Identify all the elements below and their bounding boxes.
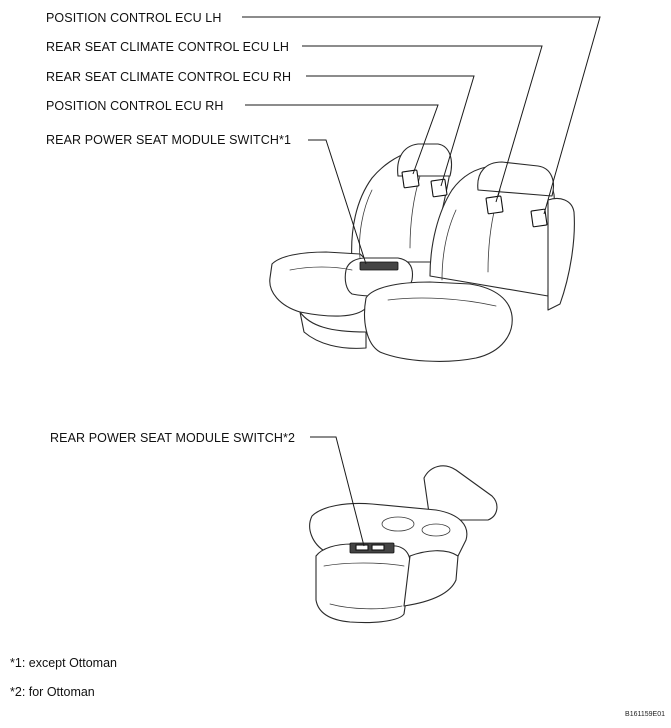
leader-position-control-ecu-lh <box>242 16 601 215</box>
label-position-control-ecu-lh: POSITION CONTROL ECU LH <box>46 11 222 25</box>
rear-seat-illustration <box>269 143 575 362</box>
label-position-control-ecu-rh: POSITION CONTROL ECU RH <box>46 99 224 113</box>
figure-reference-code: B161159E01 <box>625 711 665 718</box>
leader-rear-seat-climate-control-ecu-lh <box>302 45 543 203</box>
label-rear-seat-climate-control-ecu-rh: REAR SEAT CLIMATE CONTROL ECU RH <box>46 70 292 84</box>
label-rear-seat-climate-control-ecu-lh: REAR SEAT CLIMATE CONTROL ECU LH <box>46 40 290 54</box>
leader-position-control-ecu-rh <box>245 104 439 175</box>
leader-rear-power-seat-module-switch-1 <box>308 139 367 265</box>
label-rear-power-seat-module-switch-1: REAR POWER SEAT MODULE SWITCH*1 <box>46 133 292 147</box>
leader-lines <box>242 16 601 547</box>
leader-rear-power-seat-module-switch-2 <box>310 436 365 547</box>
label-rear-power-seat-module-switch-2: REAR POWER SEAT MODULE SWITCH*2 <box>50 431 296 445</box>
ottoman-console-illustration <box>309 465 498 624</box>
footnote-except-ottoman: *1: except Ottoman <box>10 656 118 670</box>
leader-rear-seat-climate-control-ecu-rh <box>306 75 475 187</box>
footnote-for-ottoman: *2: for Ottoman <box>10 685 95 699</box>
